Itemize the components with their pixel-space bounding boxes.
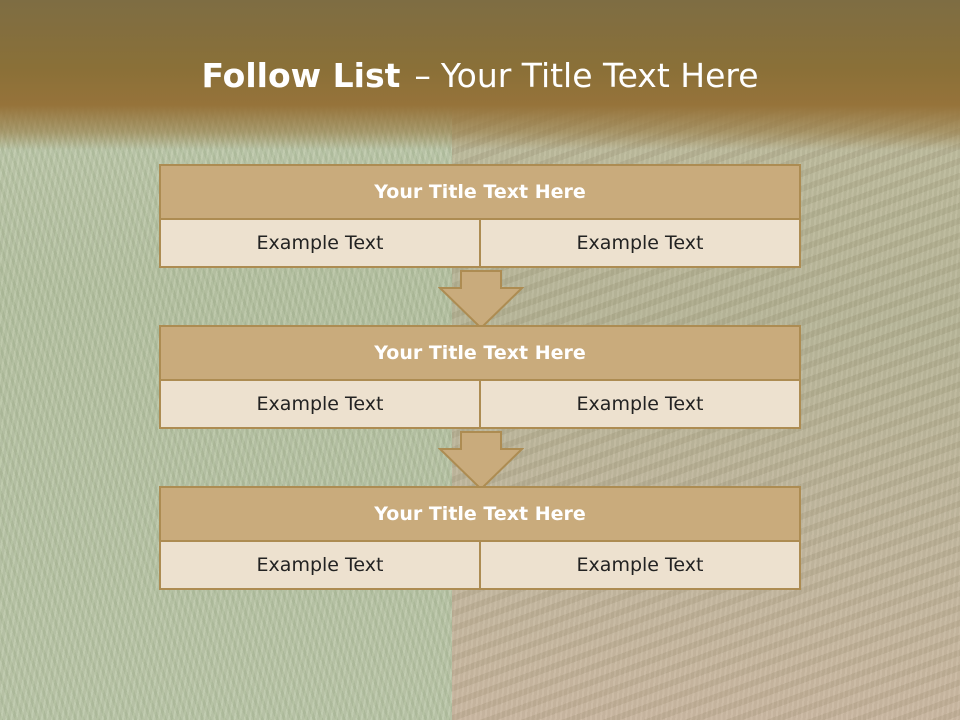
slide-title-bold: Follow List bbox=[201, 56, 401, 95]
block-cell-left[interactable]: Example Text bbox=[159, 379, 481, 429]
header-band bbox=[0, 0, 960, 150]
slide-title: Follow List–Your Title Text Here bbox=[0, 54, 960, 98]
block-cell-right[interactable]: Example Text bbox=[479, 218, 801, 268]
slide-title-separator: – bbox=[414, 56, 431, 95]
process-block-3: Your Title Text Here Example Text Exampl… bbox=[159, 486, 801, 590]
block-cell-left[interactable]: Example Text bbox=[159, 218, 481, 268]
block-cell-right[interactable]: Example Text bbox=[479, 379, 801, 429]
process-block-2: Your Title Text Here Example Text Exampl… bbox=[159, 325, 801, 429]
block-row: Example Text Example Text bbox=[159, 379, 801, 429]
process-block-1: Your Title Text Here Example Text Exampl… bbox=[159, 164, 801, 268]
down-arrow-icon bbox=[438, 431, 524, 491]
block-title[interactable]: Your Title Text Here bbox=[159, 325, 801, 381]
block-title[interactable]: Your Title Text Here bbox=[159, 164, 801, 220]
down-arrow-icon bbox=[438, 270, 524, 330]
block-row: Example Text Example Text bbox=[159, 540, 801, 590]
block-cell-left[interactable]: Example Text bbox=[159, 540, 481, 590]
slide-title-rest: Your Title Text Here bbox=[440, 56, 759, 95]
block-row: Example Text Example Text bbox=[159, 218, 801, 268]
block-cell-right[interactable]: Example Text bbox=[479, 540, 801, 590]
block-title[interactable]: Your Title Text Here bbox=[159, 486, 801, 542]
